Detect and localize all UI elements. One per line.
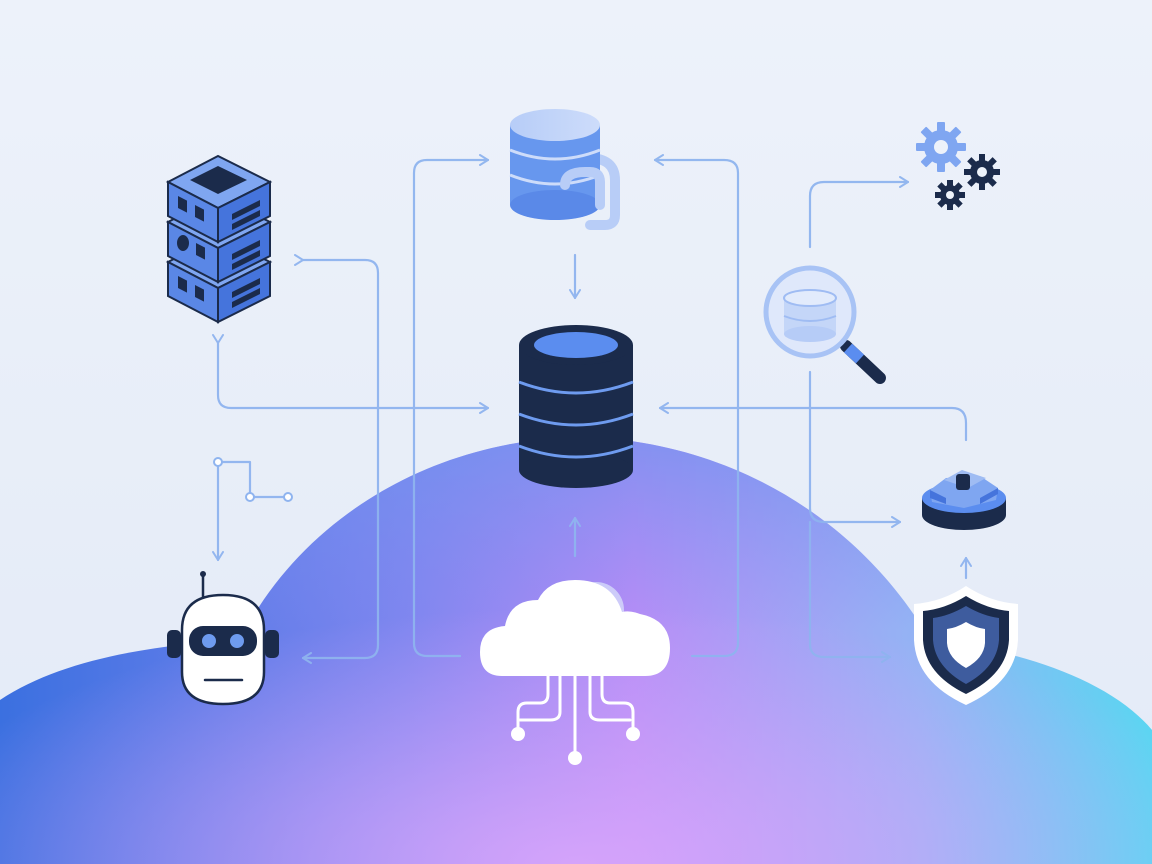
cloud-icon: [480, 580, 670, 765]
connector-node-path: [216, 460, 290, 499]
connector-module-to-central: [658, 402, 968, 442]
connector-search-to-shield: [808, 520, 892, 663]
gears-icon: [916, 122, 1000, 210]
database-icon: [518, 325, 634, 488]
connector-to-gears: [808, 176, 910, 249]
connector-search-to-module: [808, 370, 902, 528]
connector-left-to-central: [212, 334, 490, 414]
magnifier-database-icon: [763, 265, 886, 384]
connector-dots: [213, 457, 293, 502]
connector-lines: [212, 154, 972, 664]
shield-icon: [914, 586, 1018, 705]
hardware-module-icon: [922, 470, 1006, 530]
connector-cloud-to-source: [412, 154, 490, 658]
robot-icon: [167, 571, 279, 706]
database-pipe-icon: [509, 109, 620, 230]
server-rack-icon: [165, 154, 273, 324]
connector-left-loop-to-robot: [294, 254, 380, 664]
